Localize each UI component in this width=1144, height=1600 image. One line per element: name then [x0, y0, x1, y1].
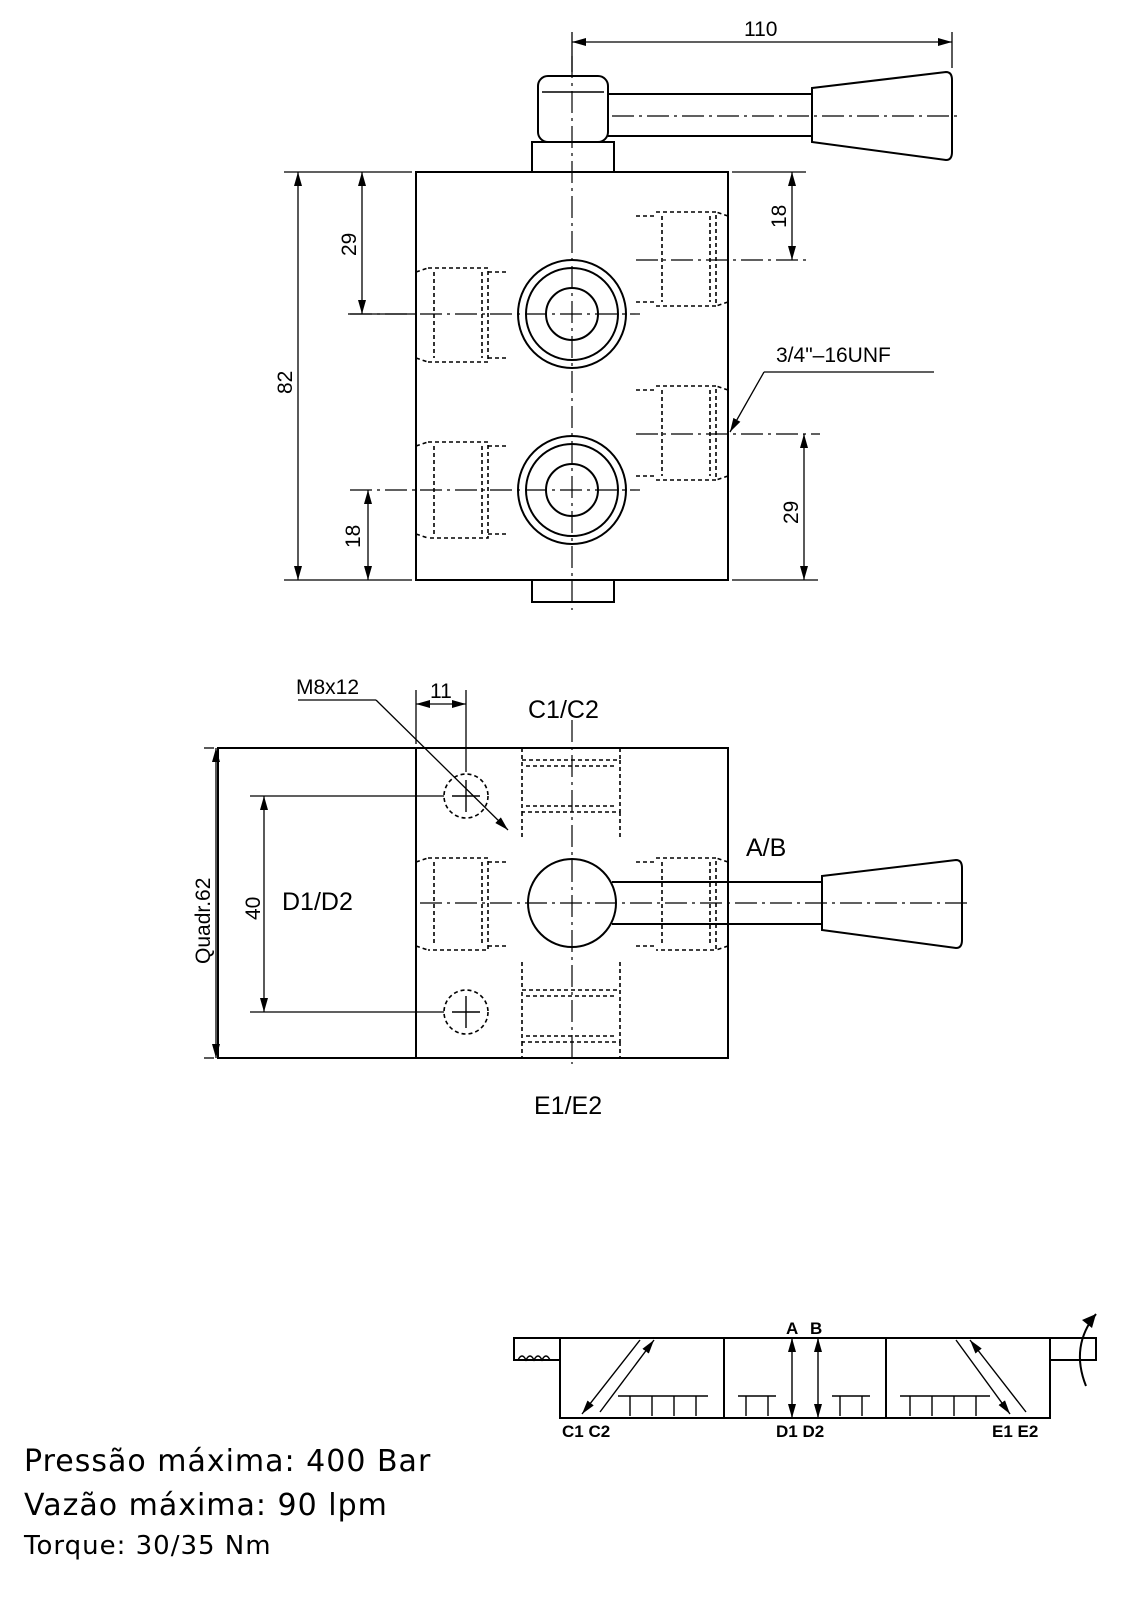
- bolt-hole-upper: [443, 773, 489, 819]
- port-label-e: E1/E2: [534, 1092, 602, 1120]
- spec-max-pressure: Pressão máxima: 400 Bar: [24, 1444, 432, 1479]
- hydraulic-symbol: A B C1 C2 D1 D2 E1 E2: [513, 1313, 1097, 1441]
- top-handle: [531, 70, 960, 173]
- port-label-c: C1/C2: [528, 696, 599, 724]
- dim-bolt-offset: 11: [430, 680, 452, 703]
- left-hidden-port-lower: [415, 441, 508, 539]
- bolt-hole-lower: [443, 989, 489, 1035]
- specifications: Pressão máxima: 400 Bar Vazão máxima: 90…: [24, 1440, 431, 1564]
- front-handle: [612, 858, 963, 950]
- port-c-hidden: [521, 748, 621, 840]
- dim-width: 110: [744, 18, 777, 41]
- thread-callout: 3/4"–16UNF: [776, 344, 891, 367]
- front-view: M8x12 11 Quadr.62 40 C1/C2 D1/D2 A/B E1/…: [192, 676, 968, 1120]
- spool-circle: [527, 858, 617, 948]
- symbol-label-a: A: [786, 1319, 798, 1338]
- right-hidden-port-upper: [636, 211, 729, 307]
- dim-left-upper: 29: [338, 233, 361, 256]
- right-hidden-port-lower: [636, 385, 729, 481]
- port-ab-hidden: [636, 857, 729, 951]
- symbol-label-b: B: [810, 1319, 822, 1338]
- port-d-hidden: [415, 857, 508, 951]
- top-view: 110 82 29 18 18 29 3/4"–16UNF: [274, 18, 960, 610]
- dim-right-lower: 29: [780, 501, 803, 524]
- bottom-stub: [531, 579, 615, 603]
- dim-left-lower: 18: [342, 525, 365, 548]
- bolt-callout: M8x12: [296, 676, 359, 699]
- dim-right-upper: 18: [768, 205, 791, 228]
- symbol-label-e: E1 E2: [992, 1422, 1038, 1441]
- port-label-ab: A/B: [746, 834, 786, 862]
- symbol-label-c: C1 C2: [562, 1422, 610, 1441]
- symbol-label-d: D1 D2: [776, 1422, 824, 1441]
- left-hidden-port-upper: [415, 267, 508, 363]
- dim-square: Quadr.62: [192, 878, 215, 964]
- spec-torque: Torque: 30/35 Nm: [24, 1531, 272, 1561]
- port-label-d: D1/D2: [282, 888, 353, 916]
- spec-max-flow: Vazão máxima: 90 lpm: [24, 1488, 388, 1523]
- port-e-hidden: [521, 962, 621, 1058]
- dim-height: 82: [274, 371, 297, 394]
- dim-bolt-spacing: 40: [242, 897, 265, 920]
